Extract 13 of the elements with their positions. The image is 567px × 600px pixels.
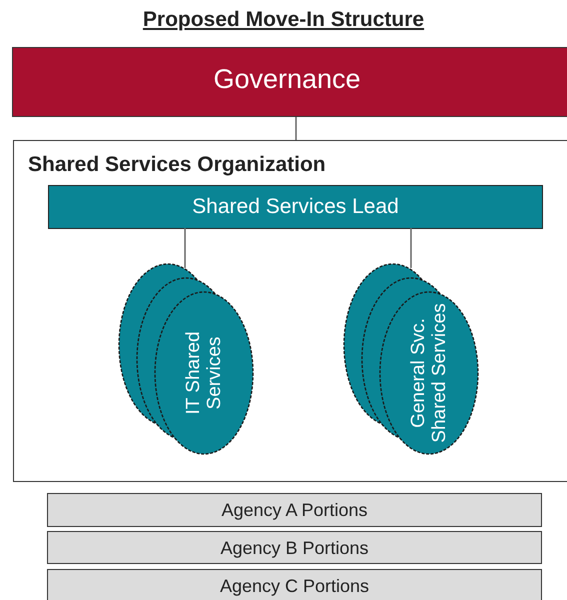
lead-box: Shared Services Lead (48, 185, 543, 229)
governance-box: Governance (12, 47, 567, 117)
connector-line (410, 228, 412, 268)
agency-bar: Agency C Portions (47, 569, 542, 600)
ellipse-label: General Svc. Shared Services (408, 303, 450, 443)
diagram-title: Proposed Move-In Structure (142, 8, 426, 32)
agency-bar: Agency B Portions (47, 531, 542, 564)
container-heading: Shared Services Organization (28, 153, 326, 177)
agency-bar: Agency A Portions (47, 493, 542, 527)
connector-line (295, 117, 297, 140)
organization-container (13, 140, 567, 482)
ellipse-label: IT Shared Services (183, 330, 225, 417)
connector-line (184, 228, 186, 268)
